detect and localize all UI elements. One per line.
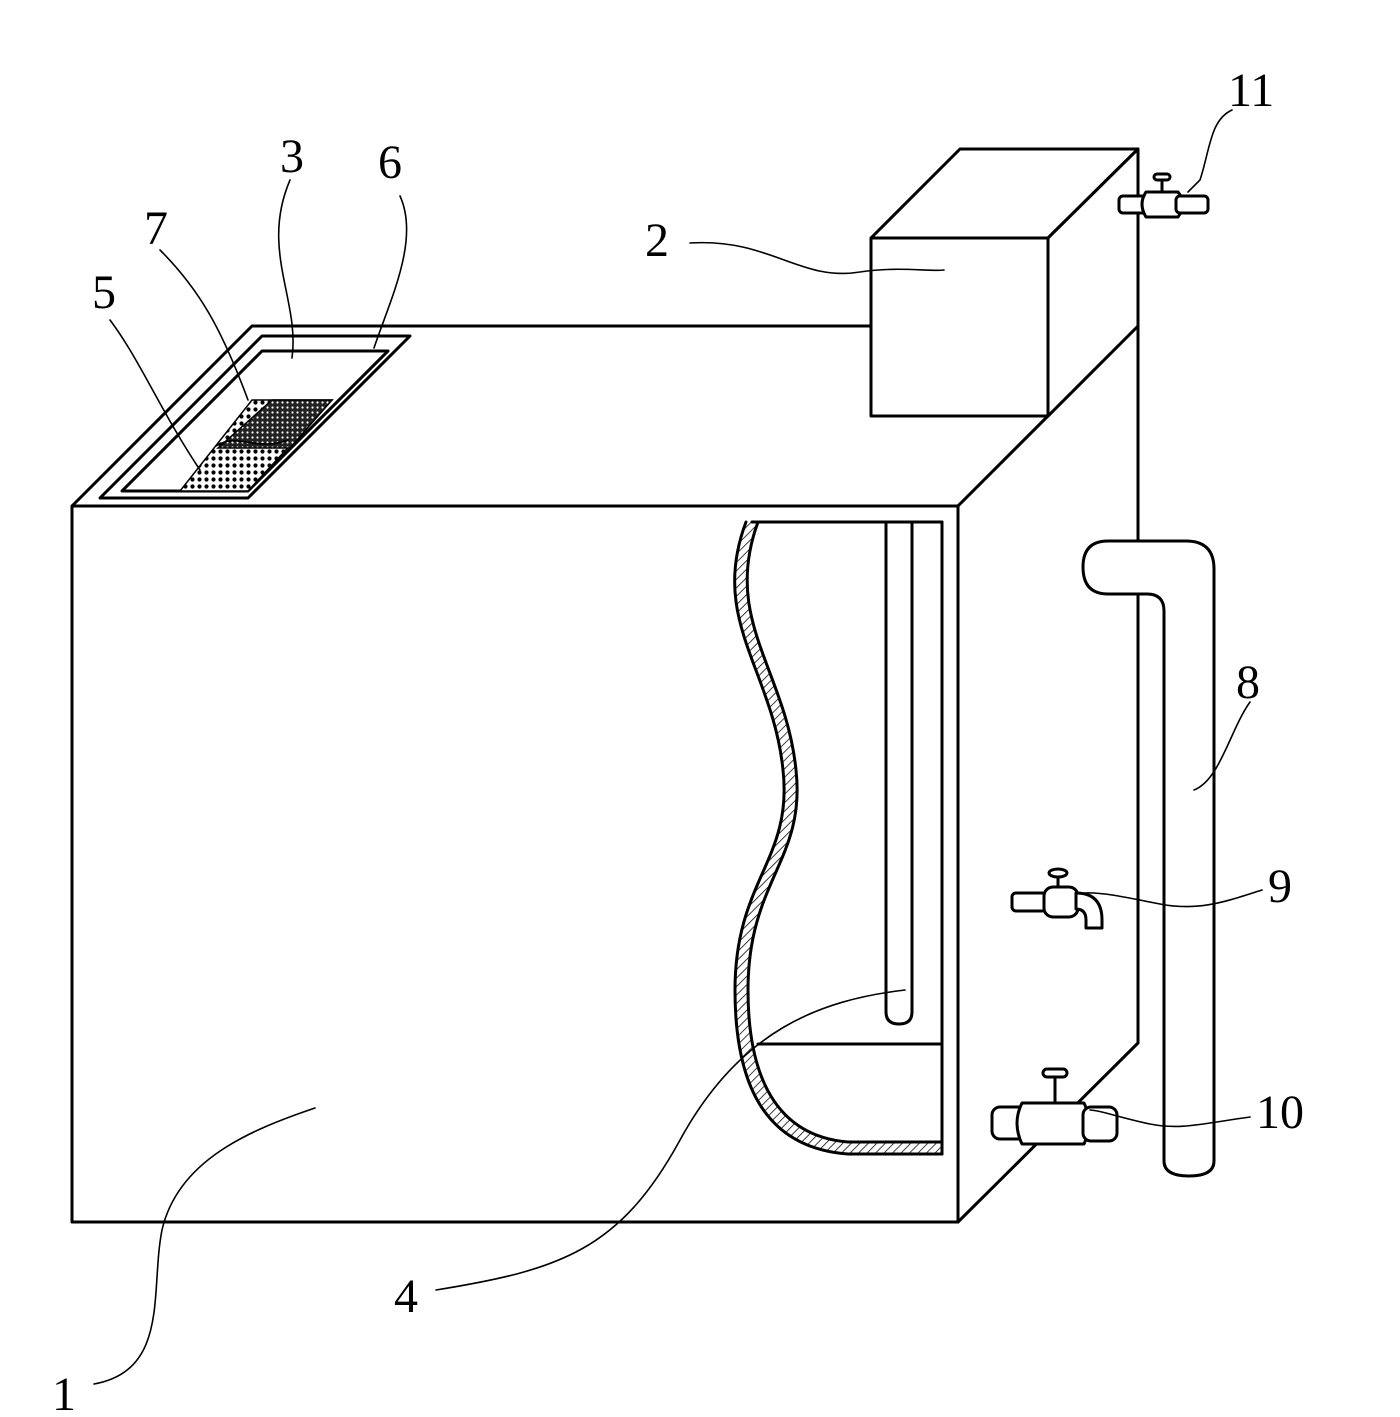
top-trough	[98, 334, 412, 500]
top-valve	[1117, 172, 1210, 219]
faucet	[1010, 867, 1104, 930]
callout-2: 2	[645, 214, 669, 267]
callout-6: 6	[378, 136, 402, 189]
trough-rim	[98, 334, 412, 500]
callout-9: 9	[1268, 860, 1292, 913]
callout-8: 8	[1236, 656, 1260, 709]
callout-5: 5	[92, 266, 116, 319]
callout-1: 1	[52, 1368, 76, 1417]
leader-lines	[93, 109, 1263, 1385]
callout-7: 7	[144, 202, 168, 255]
vertical-pipe	[1081, 539, 1216, 1178]
upper-box	[869, 147, 1140, 418]
callout-10: 10	[1256, 1086, 1304, 1139]
callout-3: 3	[280, 130, 304, 183]
callout-labels: 1 2 3 4 5 6 7 8 9 10 11	[52, 64, 1304, 1417]
inner-tube	[884, 520, 914, 1026]
callout-11: 11	[1228, 64, 1274, 117]
drain-valve	[990, 1067, 1119, 1146]
upper-mesh	[216, 399, 334, 449]
callout-4: 4	[394, 1270, 418, 1323]
